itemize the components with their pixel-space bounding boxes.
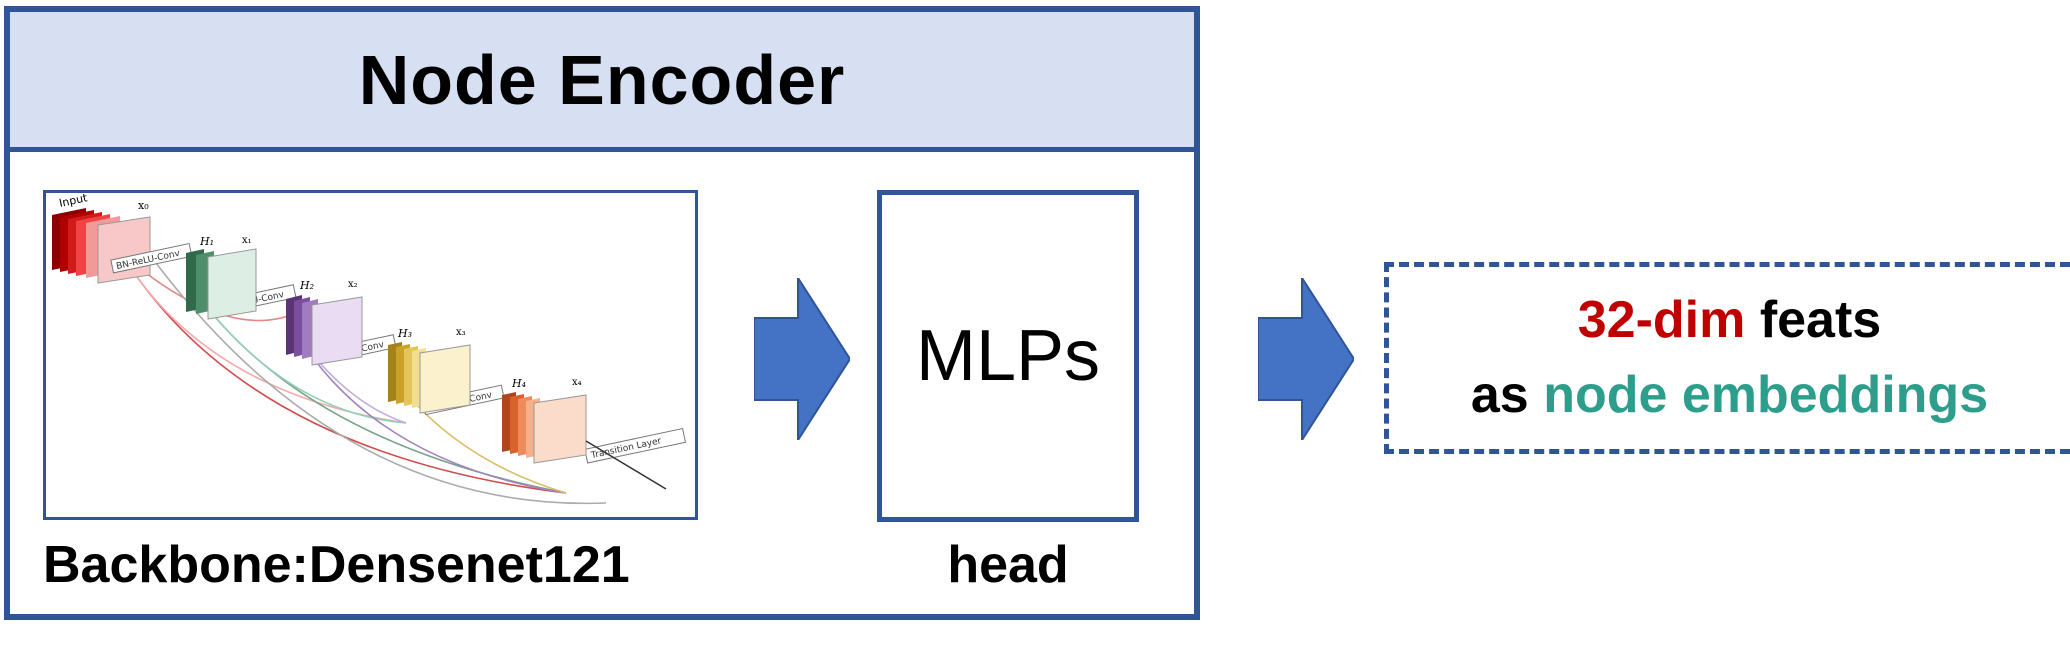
output-line-1: 32-dim feats	[1578, 283, 1881, 358]
encoder-header: Node Encoder	[10, 12, 1194, 152]
feats-text: feats	[1745, 290, 1882, 349]
dense-connection	[295, 332, 567, 494]
dense-block-4	[502, 392, 587, 464]
dense-connection	[195, 292, 407, 424]
x4-label: x₄	[572, 377, 582, 388]
densenet-figure: Input x₀ BN-ReLU-Conv BN-ReLU-Conv BN-Re…	[43, 190, 698, 520]
dim-highlight: 32-dim	[1577, 290, 1746, 349]
h1-label: H₁	[199, 235, 214, 248]
dense-block-1	[186, 248, 257, 320]
dense-connection	[195, 292, 567, 494]
mlp-box: MLPs	[877, 190, 1139, 522]
x3-label: x₃	[456, 327, 466, 338]
head-label: head	[947, 536, 1069, 594]
backbone-label: Backbone:Densenet121	[43, 536, 630, 594]
node-embeddings-highlight: node embeddings	[1543, 366, 1989, 424]
dense-connection	[120, 252, 407, 424]
arrow-right-icon	[1258, 278, 1354, 440]
as-text: as	[1470, 366, 1544, 424]
encoder-title: Node Encoder	[358, 40, 846, 119]
x1-label: x₁	[242, 235, 252, 246]
output-line-2: as node embeddings	[1471, 358, 1988, 433]
transition-arrow	[585, 440, 667, 490]
h4-label: H₄	[511, 377, 526, 390]
arrow-right-icon	[754, 278, 850, 440]
input-label: Input	[58, 193, 89, 210]
dense-block-3	[388, 342, 471, 414]
dense-block-2	[286, 295, 363, 366]
output-embeddings-box: 32-dim feats as node embeddings	[1384, 262, 2070, 454]
x2-label: x₂	[348, 279, 358, 290]
densenet-diagram: Input x₀ BN-ReLU-Conv BN-ReLU-Conv BN-Re…	[52, 193, 687, 505]
h3-label: H₃	[397, 327, 412, 340]
mlp-label: MLPs	[915, 316, 1101, 396]
dense-connection	[155, 262, 607, 505]
input-block	[52, 208, 151, 284]
x0-label: x₀	[138, 199, 149, 212]
h2-label: H₂	[299, 279, 314, 292]
